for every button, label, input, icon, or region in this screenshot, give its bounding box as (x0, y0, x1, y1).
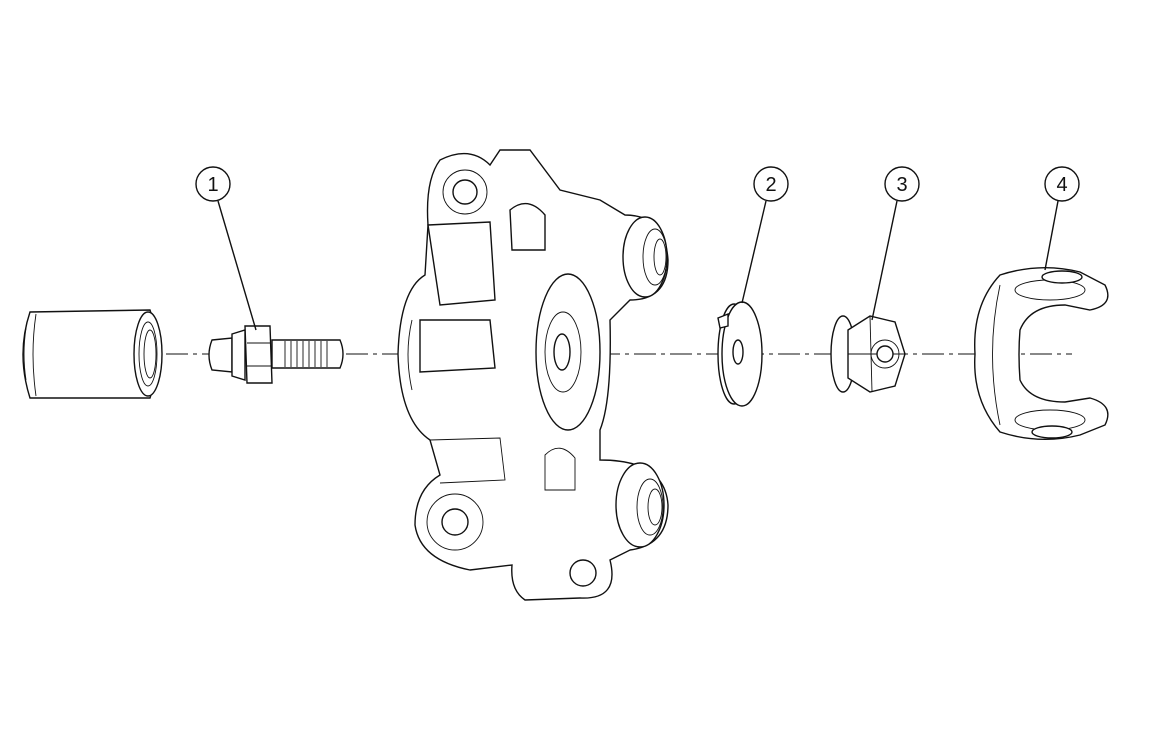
callout-3: 3 (871, 166, 920, 321)
washer (717, 301, 763, 407)
caliper-body (397, 149, 669, 601)
bleeder-screw (208, 325, 344, 384)
callout-4: 4 (1044, 166, 1080, 271)
svg-text:1: 1 (207, 174, 218, 196)
svg-text:2: 2 (765, 174, 776, 196)
piston (22, 309, 163, 399)
callout-1: 1 (195, 166, 257, 331)
svg-text:3: 3 (896, 174, 907, 196)
yoke (974, 266, 1109, 441)
svg-text:4: 4 (1056, 174, 1067, 196)
callout-2: 2 (741, 166, 789, 304)
nut (830, 315, 906, 393)
